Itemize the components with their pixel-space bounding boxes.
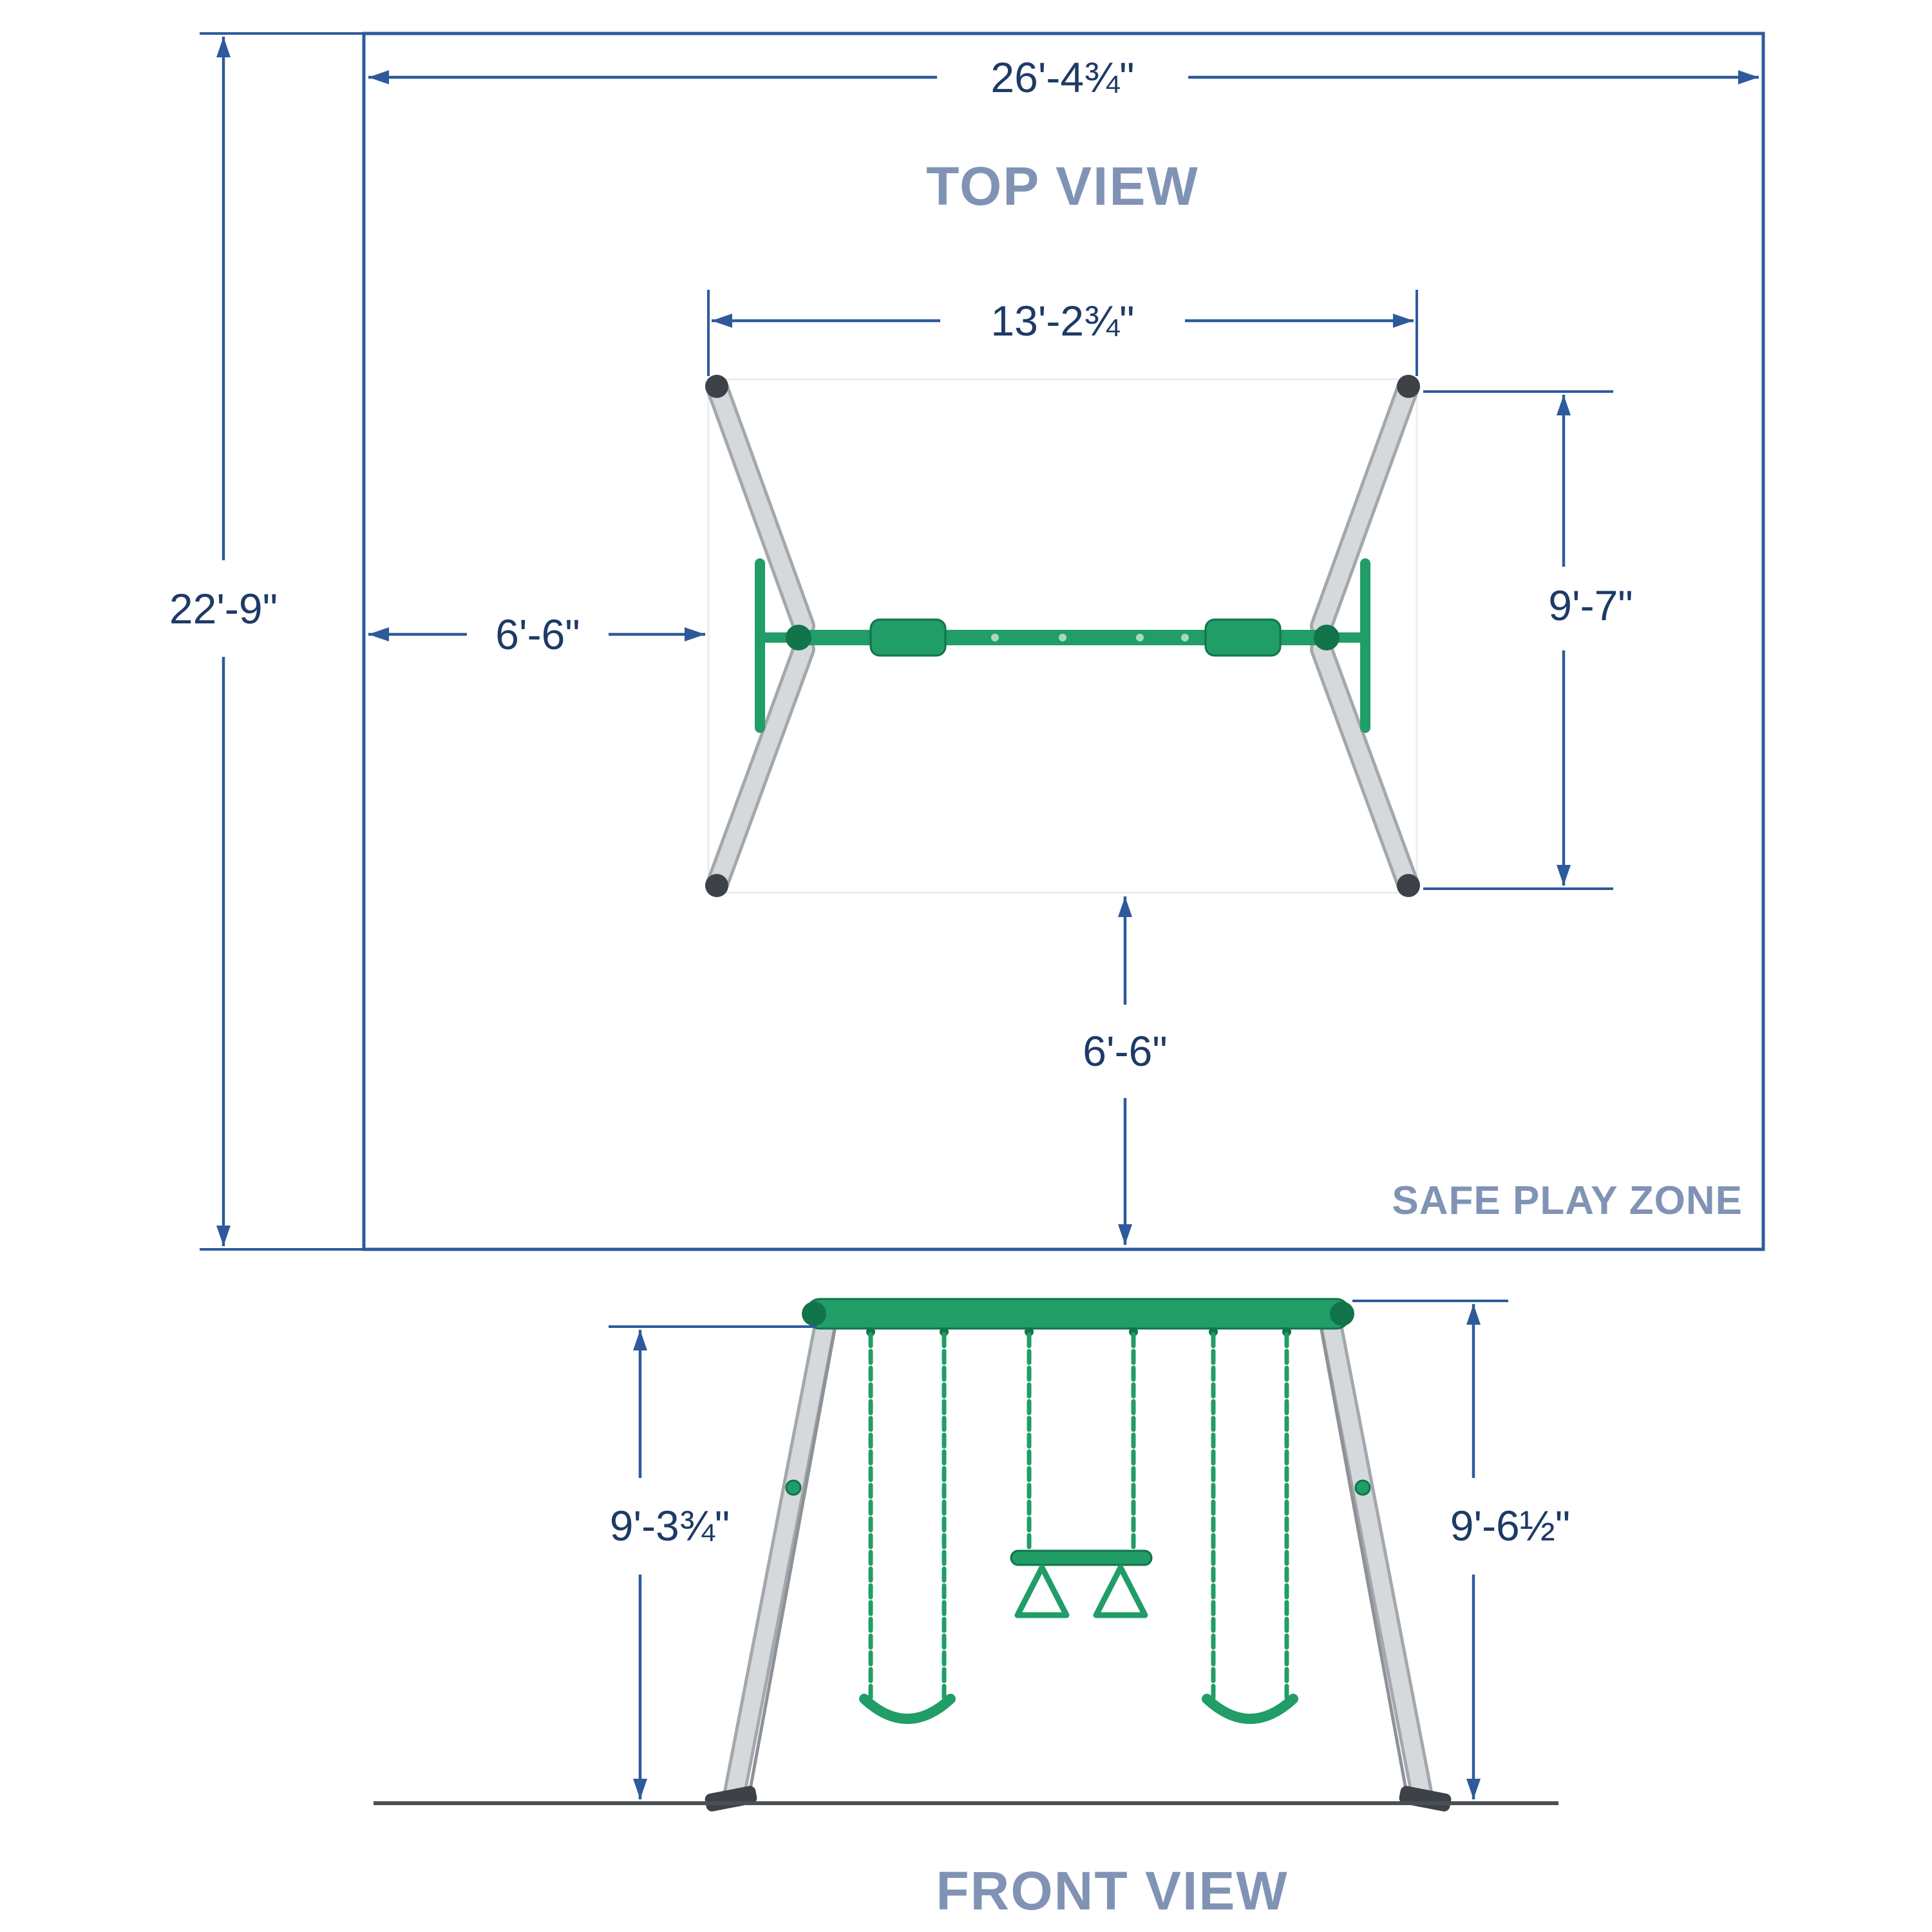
beam-underside-height-dimension: 9'-3¾" bbox=[609, 1325, 817, 1799]
leg-cap bbox=[1397, 375, 1420, 398]
front-view: 9'-3¾" 9'-6½" FRONT VIEW bbox=[374, 1298, 1570, 1921]
overall-width-label: 26'-4¾" bbox=[990, 53, 1134, 101]
leg-cap bbox=[705, 874, 728, 897]
safe-play-zone-outline bbox=[362, 32, 1765, 1251]
frame-width-dimension: 13'-2¾" bbox=[707, 290, 1418, 376]
leg-bracket-right bbox=[1354, 1479, 1371, 1496]
swing-hanger-left bbox=[869, 618, 947, 657]
trapeze-bar bbox=[1010, 1549, 1153, 1566]
top-view: 26'-4¾" 22'-9" TOP VIEW 13'-2¾" 9'-7" bbox=[169, 32, 1765, 1251]
beam-cap-right bbox=[1330, 1302, 1354, 1326]
overall-depth-label: 22'-9" bbox=[169, 585, 278, 632]
swing-seat bbox=[1202, 1694, 1298, 1724]
overall-depth-dimension: 22'-9" bbox=[169, 32, 363, 1251]
frame-depth-label: 9'-7" bbox=[1548, 582, 1633, 629]
swing-seat bbox=[859, 1694, 956, 1724]
overall-width-dimension: 26'-4¾" bbox=[368, 53, 1759, 101]
top-view-title: TOP VIEW bbox=[926, 156, 1199, 216]
beam-hub-left bbox=[786, 625, 811, 650]
frame-depth-dimension: 9'-7" bbox=[1423, 390, 1633, 890]
beam-cap-left bbox=[802, 1302, 826, 1326]
side-clearance-label: 6'-6" bbox=[495, 611, 580, 658]
top-view-legs bbox=[705, 375, 1420, 897]
trapeze bbox=[1010, 1327, 1153, 1618]
swing-hanger-right bbox=[1204, 618, 1282, 657]
front-clearance-dimension: 6'-6" bbox=[1083, 896, 1168, 1245]
total-height-dimension: 9'-6½" bbox=[1352, 1300, 1570, 1799]
total-height-label: 9'-6½" bbox=[1450, 1502, 1570, 1549]
front-view-swing-frame bbox=[705, 1298, 1452, 1812]
swing-left bbox=[859, 1327, 956, 1724]
beam-hub-right bbox=[1314, 625, 1340, 650]
front-top-beam bbox=[806, 1298, 1350, 1330]
trapeze-ring-left bbox=[1014, 1564, 1070, 1618]
swing-right bbox=[1202, 1327, 1298, 1724]
top-view-swing-frame bbox=[705, 375, 1420, 897]
leg-cap bbox=[705, 375, 728, 398]
leg-cap bbox=[1397, 874, 1420, 897]
beam-underside-height-label: 9'-3¾" bbox=[610, 1502, 730, 1549]
trapeze-ring-right bbox=[1093, 1564, 1148, 1618]
front-view-title: FRONT VIEW bbox=[936, 1861, 1288, 1921]
frame-width-label: 13'-2¾" bbox=[990, 297, 1134, 345]
safe-play-zone-label: SAFE PLAY ZONE bbox=[1392, 1179, 1743, 1223]
leg-bracket-left bbox=[785, 1479, 802, 1496]
side-clearance-dimension: 6'-6" bbox=[368, 611, 705, 658]
front-clearance-label: 6'-6" bbox=[1083, 1027, 1167, 1075]
